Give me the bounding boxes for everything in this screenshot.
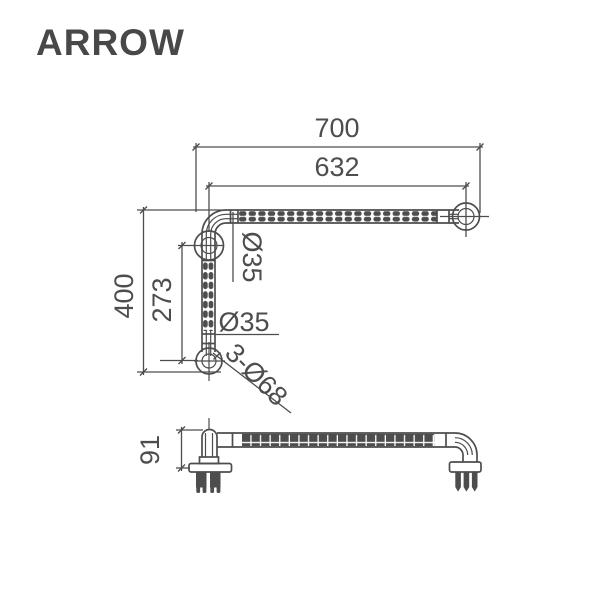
left-screws (196, 472, 221, 493)
mount-screw (455, 472, 461, 492)
dimension-annotations (137, 143, 484, 472)
dim-mount-height (176, 426, 203, 472)
label-center-width: 632 (314, 152, 359, 182)
dim-center-width (205, 182, 470, 237)
mount-screw (463, 472, 470, 492)
elbow-bend (201, 209, 227, 235)
mount-screw (471, 472, 478, 492)
label-tube-dia-side: Ø35 (218, 307, 269, 337)
dimension-labels: 700 632 400 273 Ø35 Ø35 3-Ø68 91 (109, 113, 360, 465)
label-tube-dia-top: Ø35 (237, 231, 267, 282)
flange-bottom-left (194, 342, 225, 381)
dim-center-height (160, 241, 224, 365)
side-elbow (454, 432, 478, 462)
right-mount (448, 461, 482, 492)
dim-flange-leader (212, 352, 292, 414)
flange-right (440, 202, 489, 231)
left-post (188, 418, 233, 493)
label-flange-holes: 3-Ø68 (219, 337, 293, 411)
horizontal-tube (226, 209, 459, 224)
side-bar (217, 432, 455, 448)
dim-overall-height (137, 206, 222, 376)
knurl-texture-horizontal (238, 210, 437, 223)
label-mount-height: 91 (135, 435, 165, 465)
label-overall-height: 400 (109, 273, 139, 318)
knurl-texture-vertical (202, 262, 215, 331)
label-center-height: 273 (147, 277, 177, 322)
knurl-texture-side (242, 433, 435, 447)
label-overall-width: 700 (314, 113, 359, 143)
side-view (188, 418, 482, 493)
dim-overall-width (192, 143, 484, 213)
brand-logo: ARROW (36, 22, 185, 63)
